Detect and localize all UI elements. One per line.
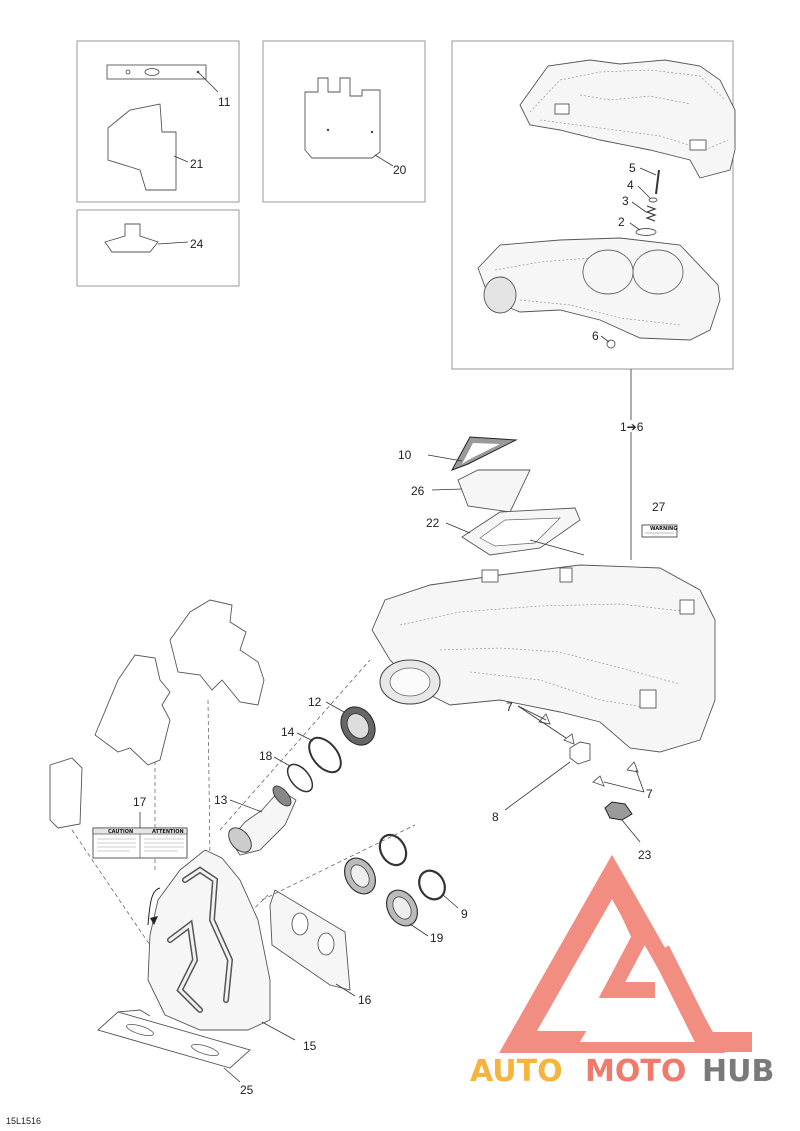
part-26-filter	[431, 469, 531, 513]
watermark-logo	[499, 854, 752, 1053]
airbox-top-cover	[519, 59, 736, 179]
assembly-line	[261, 824, 416, 901]
part-20-panel	[304, 77, 394, 167]
foam-block	[49, 757, 83, 829]
callout-18: 18	[259, 749, 273, 763]
callout-2: 2	[618, 215, 625, 229]
foam-piece-middle	[94, 654, 171, 766]
inset-frame-11-21	[76, 40, 240, 203]
callout-5: 5	[629, 161, 636, 175]
callout-3: 3	[622, 194, 629, 208]
svg-text:CAUTION: CAUTION	[108, 829, 133, 835]
svg-text:HUB: HUB	[702, 1054, 774, 1089]
part-19-couplers	[343, 857, 429, 937]
part-17-caution-label: CAUTION ATTENTION	[92, 812, 188, 859]
part-7-clips-lower	[592, 761, 645, 793]
part-8-mount	[504, 741, 591, 811]
inset-frame-20	[262, 40, 426, 203]
main-airbox	[371, 564, 716, 753]
callout-24: 24	[190, 237, 204, 251]
callout-27: 27	[652, 500, 666, 514]
part-16-plate	[269, 889, 356, 997]
callout-19: 19	[430, 931, 444, 945]
callout-22: 22	[426, 516, 440, 530]
part-9-clamps	[378, 833, 459, 909]
assembly-line	[207, 699, 211, 861]
part-24-foam	[104, 223, 189, 253]
callout-11: 11	[218, 95, 231, 109]
part-14-clamp	[296, 732, 342, 774]
callout-4: 4	[627, 178, 634, 192]
part-12-flange	[325, 701, 376, 746]
assembly-line	[71, 829, 161, 961]
part-22-filter-frame	[445, 507, 585, 556]
part-15-silencer	[147, 849, 296, 1041]
part-23-clamp	[604, 801, 641, 843]
watermark-wordmark: AUTO MOTO HUB	[470, 1054, 774, 1089]
callout-9: 9	[461, 907, 468, 921]
part-27-warning-label: WARNING	[641, 524, 678, 538]
callout-20: 20	[393, 163, 407, 177]
figure-code: 15L1516	[6, 1116, 41, 1126]
callout-26: 26	[411, 484, 425, 498]
callout-7-upper: 7	[506, 700, 513, 714]
part-13-duct	[228, 785, 297, 856]
part-4-washer	[637, 185, 658, 203]
callout-7-lower: 7	[646, 787, 653, 801]
svg-text:ATTENTION: ATTENTION	[152, 829, 184, 835]
callout-23: 23	[638, 848, 652, 862]
callout-17: 17	[133, 795, 147, 809]
callout-16: 16	[358, 993, 372, 1007]
part-6-nut	[600, 335, 616, 349]
part-10-frame	[427, 436, 518, 471]
range-label-1-6: 1➔6	[620, 420, 644, 434]
airbox-bottom-half	[477, 237, 721, 341]
callout-10: 10	[398, 448, 412, 462]
foam-piece-upper	[169, 599, 265, 706]
callout-15: 15	[303, 1039, 317, 1053]
inset-frame-1-6	[451, 40, 734, 370]
part-25-gasket	[97, 1009, 251, 1083]
part-2-grommet	[629, 222, 657, 236]
callout-12: 12	[308, 695, 322, 709]
part-3-spring	[631, 201, 657, 222]
callout-21: 21	[190, 157, 204, 171]
part-21-foam	[107, 103, 189, 191]
inset-frame-24	[76, 209, 240, 287]
svg-text:AUTO: AUTO	[470, 1054, 563, 1089]
part-7-clips-upper	[517, 705, 575, 745]
callout-14: 14	[281, 725, 295, 739]
callout-25: 25	[240, 1083, 254, 1097]
part-18-o-ring	[273, 756, 314, 793]
part-5-bolt	[639, 167, 660, 195]
part-11-strip	[106, 64, 219, 93]
assembly-line	[219, 659, 371, 831]
svg-text:MOTO: MOTO	[585, 1054, 686, 1089]
callout-6: 6	[592, 329, 599, 343]
svg-text:WARNING: WARNING	[650, 526, 677, 532]
callout-13: 13	[214, 793, 228, 807]
callout-8: 8	[492, 810, 499, 824]
